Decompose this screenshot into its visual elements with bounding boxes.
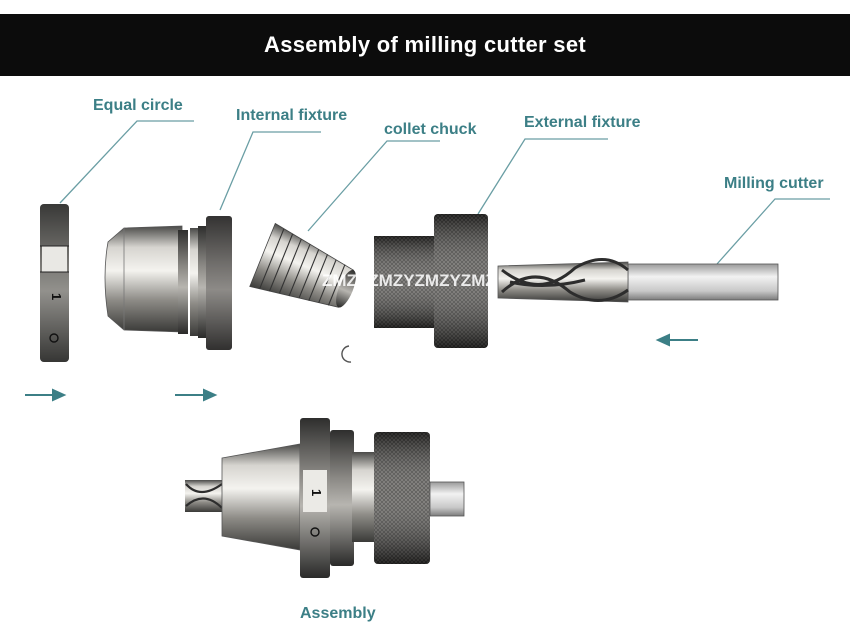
- label-milling-cutter: Milling cutter: [724, 175, 824, 192]
- leader-lines: [59, 120, 830, 265]
- label-external-fixture: External fixture: [524, 114, 641, 131]
- milling-cutter-part: [497, 258, 779, 303]
- arrow-right-icon: [203, 388, 218, 402]
- equal-circle-mark: 1: [49, 293, 64, 300]
- label-collet-chuck: collet chuck: [384, 121, 477, 138]
- internal-fixture-part: [104, 216, 232, 350]
- label-assembly: Assembly: [300, 605, 376, 622]
- equal-circle-part: 1: [40, 204, 69, 362]
- c-clip: [341, 345, 352, 363]
- external-fixture-part: ZMZYZMZYZMZYZMZY: [322, 214, 508, 348]
- collet-print: ZMZYZMZYZMZYZMZY: [322, 271, 508, 290]
- leader-equal-circle: [59, 120, 194, 204]
- assembly-mark: 1: [309, 489, 324, 496]
- page-title: Assembly of milling cutter set: [264, 32, 586, 57]
- arrow-left-icon: [655, 333, 670, 347]
- collet-chuck-part: [249, 222, 356, 308]
- assembly-view: 1: [185, 418, 465, 578]
- leader-external-fixture: [477, 138, 608, 215]
- label-internal-fixture: Internal fixture: [236, 107, 348, 124]
- arrow-right-icon: [52, 388, 67, 402]
- flow-arrows: [25, 333, 698, 402]
- leader-collet-chuck: [307, 140, 440, 232]
- leader-internal-fixture: [219, 131, 321, 211]
- title-bar: Assembly of milling cutter set: [0, 14, 850, 76]
- label-equal-circle: Equal circle: [93, 97, 183, 114]
- leader-milling-cutter: [716, 198, 830, 265]
